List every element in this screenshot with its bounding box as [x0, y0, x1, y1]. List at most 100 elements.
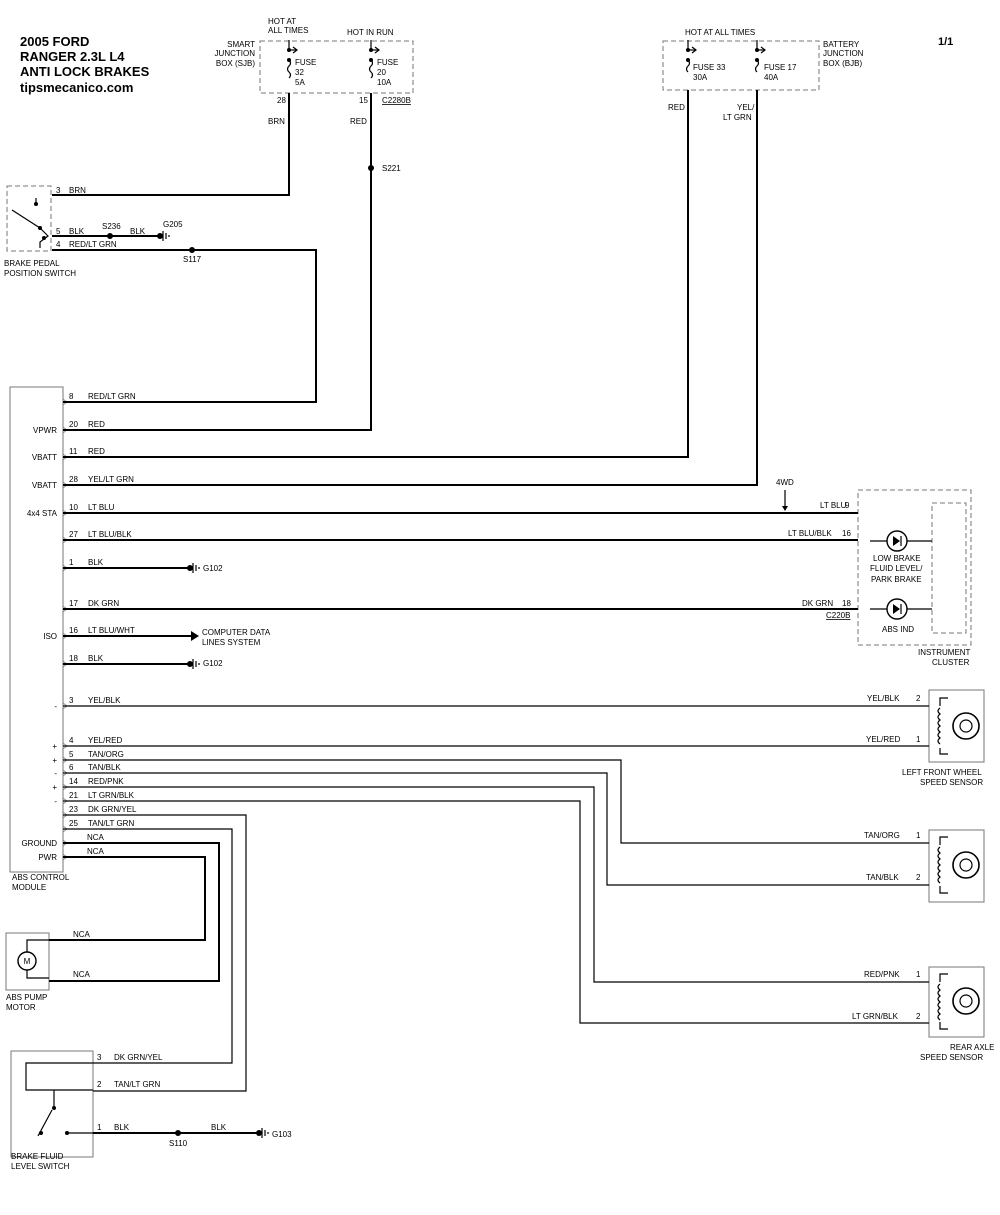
- ic-wire-lt-blu-blk: LT BLU/BLK: [788, 529, 832, 538]
- abs-module-name-1: ABS CONTROL: [12, 873, 70, 882]
- abs-pin-number: 28: [69, 475, 78, 484]
- wire-tan-lt-grn: [63, 814, 247, 1092]
- abs-pump-motor: M ABS PUMP MOTOR: [5, 932, 50, 1012]
- fuse-32-label-3: 5A: [295, 78, 305, 87]
- ground-g102-a: G102: [203, 564, 223, 573]
- brake-fluid-level-switch: BRAKE FLUID LEVEL SWITCH: [10, 1050, 94, 1171]
- wire-lt-grn-blk: [63, 800, 929, 1024]
- fuse-32-label-2: 32: [295, 68, 304, 77]
- abs-wire-color: LT GRN/BLK: [88, 791, 135, 800]
- low-brake-label-1: LOW BRAKE: [873, 554, 921, 563]
- motor-symbol: M: [24, 957, 31, 966]
- bjb-hot-at-all-times: HOT AT ALL TIMES: [685, 28, 755, 37]
- abs-pin-number: 21: [69, 791, 78, 800]
- ground-g103: G103: [272, 1130, 292, 1139]
- abs-wire-color: LT BLU: [88, 503, 115, 512]
- wire-red-vpwr: [63, 93, 372, 431]
- abs-terminal-label: +: [52, 742, 57, 751]
- lf-pin-1: 1: [916, 735, 921, 744]
- rf-pin-2: 2: [916, 873, 921, 882]
- abs-wire-color: LT BLU/BLK: [88, 530, 132, 539]
- rear-sensor-name-2: SPEED SENSOR: [920, 1053, 983, 1062]
- fuse-33-icon: [685, 40, 697, 73]
- abs-pin-number: 14: [69, 777, 78, 786]
- ic-pin-18: 18: [842, 599, 851, 608]
- abs-terminal-label: VPWR: [33, 426, 57, 435]
- abs-wire-color: YEL/RED: [88, 736, 122, 745]
- abs-wire-color: RED: [88, 420, 105, 429]
- abs-pin-number: 27: [69, 530, 78, 539]
- sjb-wire-brn: BRN: [268, 117, 285, 126]
- splice-s110-dot: [175, 1130, 181, 1136]
- brake-pedal-switch-name-2: POSITION SWITCH: [4, 269, 76, 278]
- rf-wire-tan-org: TAN/ORG: [864, 831, 900, 840]
- fuse-20-icon: [368, 40, 380, 79]
- rear-sensor-name-1: REAR AXLE: [950, 1043, 994, 1052]
- ground-g103-icon: [256, 1128, 269, 1138]
- bfls-wire-dk-grn-yel: DK GRN/YEL: [114, 1053, 163, 1062]
- fuse-20-label-1: FUSE: [377, 58, 398, 67]
- lf-sensor-name-1: LEFT FRONT WHEEL: [902, 768, 982, 777]
- sjb-name-1: SMART: [227, 40, 255, 49]
- bfls-wire-blk: BLK: [114, 1123, 130, 1132]
- wire-tan-org: [63, 759, 929, 844]
- wire-nca-ground: [49, 842, 220, 982]
- wire-tan-blk: [63, 772, 929, 886]
- abs-wire-color: BLK: [88, 654, 104, 663]
- instrument-cluster-name-1: INSTRUMENT: [918, 648, 971, 657]
- fuse-33-label-2: 30A: [693, 73, 708, 82]
- 4wd-arrow-icon: [782, 506, 788, 511]
- abs-pin-number: 3: [69, 696, 74, 705]
- wire-dk-grn-yel: [63, 828, 233, 1064]
- sjb-wire-red: RED: [350, 117, 367, 126]
- ic-wire-dk-grn: DK GRN: [802, 599, 833, 608]
- abs-pin-number: 1: [69, 558, 74, 567]
- abs-wire-color: DK GRN: [88, 599, 119, 608]
- rear-axle-speed-sensor: REAR AXLE SPEED SENSOR: [920, 966, 994, 1062]
- ic-pin-16: 16: [842, 529, 851, 538]
- fuse-17-label-1: FUSE 17: [764, 63, 797, 72]
- abs-control-module: ABS CONTROL MODULE: [9, 386, 70, 892]
- brake-pedal-switch-name-1: BRAKE PEDAL: [4, 259, 60, 268]
- wire-red-lt-grn: [52, 249, 317, 403]
- bpps-wire-blk-2: BLK: [130, 227, 146, 236]
- bfls-pin-1: 1: [97, 1123, 102, 1132]
- fuse-32-icon: [286, 40, 298, 79]
- bpps-wire-red-lt-grn: RED/LT GRN: [69, 240, 117, 249]
- abs-terminal-label: -: [54, 797, 57, 806]
- fluid-switch-name-1: BRAKE FLUID: [11, 1152, 64, 1161]
- sjb-hot-in-run: HOT IN RUN: [347, 28, 394, 37]
- abs-pin-number: 25: [69, 819, 78, 828]
- bfls-wire-blk-2: BLK: [211, 1123, 227, 1132]
- pump-wire-nca-1: NCA: [73, 930, 91, 939]
- abs-terminal-label: +: [52, 783, 57, 792]
- low-brake-lamp-icon: [870, 530, 932, 552]
- bjb-name-2: JUNCTION: [823, 49, 864, 58]
- wire-red-vbatt: [63, 90, 689, 458]
- label-4wd: 4WD: [776, 478, 794, 487]
- wire-red-pnk: [63, 786, 929, 983]
- smart-junction-box: HOT AT ALL TIMES HOT IN RUN SMART JUNCTI…: [215, 17, 414, 173]
- abs-pin-number: 4: [69, 736, 74, 745]
- instrument-cluster-name-2: CLUSTER: [932, 658, 970, 667]
- wires: [49, 90, 929, 1136]
- splice-s221: S221: [382, 164, 401, 173]
- sjb-name-3: BOX (SJB): [216, 59, 255, 68]
- abs-pin-number: 17: [69, 599, 78, 608]
- ic-pin-9: 9: [845, 501, 850, 510]
- abs-indicator-lamp-icon: [870, 598, 932, 620]
- bfls-wire-tan-lt-grn: TAN/LT GRN: [114, 1080, 160, 1089]
- title-website: tipsmecanico.com: [20, 80, 133, 95]
- wire-nca-pwr: [49, 856, 206, 941]
- bjb-name-1: BATTERY: [823, 40, 860, 49]
- pump-motor-name-1: ABS PUMP: [6, 993, 47, 1002]
- rear-pin-2: 2: [916, 1012, 921, 1021]
- abs-wire-color: YEL/LT GRN: [88, 475, 134, 484]
- fuse-17-label-2: 40A: [764, 73, 779, 82]
- lf-wire-yel-red: YEL/RED: [866, 735, 900, 744]
- abs-pin-number: 8: [69, 392, 74, 401]
- abs-wire-color: TAN/BLK: [88, 763, 121, 772]
- splice-s221-dot: [368, 165, 374, 171]
- lf-sensor-name-2: SPEED SENSOR: [920, 778, 983, 787]
